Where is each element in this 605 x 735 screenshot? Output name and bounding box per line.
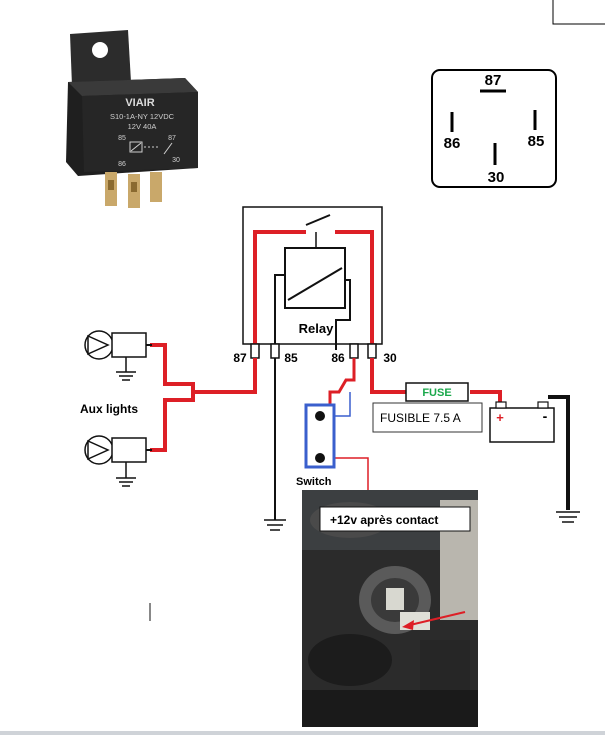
- wire-87-to-lights: [193, 358, 257, 394]
- relay-pin-85: 85: [118, 135, 126, 142]
- aux-lights-label: Aux lights: [80, 402, 138, 416]
- photo-callout-box: [319, 506, 471, 532]
- pinout-diagram: 87 86 85 30: [431, 69, 557, 188]
- page-bottom-strip: [0, 731, 605, 735]
- wire-30-fuse: [370, 358, 408, 394]
- pinout-label-85: 85: [528, 133, 545, 150]
- relay-brand: VIAIR: [125, 97, 154, 109]
- coil-symbol: [129, 141, 143, 153]
- relay-terminal-30: [367, 343, 377, 359]
- relay-pin-87: 87: [168, 135, 176, 142]
- relay-terminal-85: [270, 343, 280, 359]
- fuse-label: FUSE: [422, 387, 451, 399]
- wire-lights-junction: [150, 343, 195, 452]
- wire-86-switch: [328, 358, 356, 410]
- switch: [304, 403, 336, 469]
- relay-coil: [284, 247, 346, 309]
- ground-85: [264, 519, 286, 531]
- contact-symbol: [163, 142, 173, 155]
- fuse-body: [405, 382, 469, 402]
- battery: + -: [489, 401, 555, 443]
- wire-battery-ground: [548, 395, 570, 510]
- battery-plus: +: [496, 410, 504, 425]
- switch-terminal-top: [315, 411, 325, 421]
- relay-title: Relay: [299, 321, 334, 336]
- battery-minus: -: [543, 408, 548, 424]
- relay-photo: VIAIR S10-1A-NY 12VDC 12V 40A 85 87 86 3…: [66, 30, 198, 208]
- relay-schematic: Relay 87 85 86 30: [233, 206, 397, 365]
- fuse-callout-box: [372, 402, 483, 433]
- switch-label: Switch: [296, 476, 332, 488]
- pinout-label-87: 87: [485, 72, 502, 89]
- pinout-label-86: 86: [444, 135, 461, 152]
- corner-frame: [552, 0, 605, 25]
- photo-callout: +12v après contact: [330, 513, 438, 527]
- fuse-callout: FUSIBLE 7.5 A: [380, 411, 461, 425]
- relay-pin-label-87: 87: [233, 351, 247, 365]
- switch-terminal-bottom: [315, 453, 325, 463]
- pinout-label-30: 30: [488, 169, 505, 186]
- photo-arrow: [409, 611, 466, 626]
- relay-terminal-86: [349, 343, 359, 359]
- relay-pin-label-30: 30: [383, 351, 397, 365]
- aux-light-bottom: [84, 435, 152, 487]
- aux-light-top: [84, 330, 152, 381]
- relay-pin-86: 86: [118, 161, 126, 168]
- pinout-frame: [431, 69, 557, 188]
- relay-pin-label-85: 85: [284, 351, 298, 365]
- relay-model: S10-1A-NY 12VDC: [110, 112, 175, 121]
- relay-switch-arm: [305, 214, 331, 226]
- relay-pin-label-86: 86: [331, 351, 345, 365]
- wire-switch-12v: [320, 457, 369, 500]
- relay-pin-30: 30: [172, 157, 180, 164]
- relay-terminal-87: [250, 343, 260, 359]
- relay-rating: 12V 40A: [128, 122, 157, 131]
- ground-battery: [556, 511, 580, 523]
